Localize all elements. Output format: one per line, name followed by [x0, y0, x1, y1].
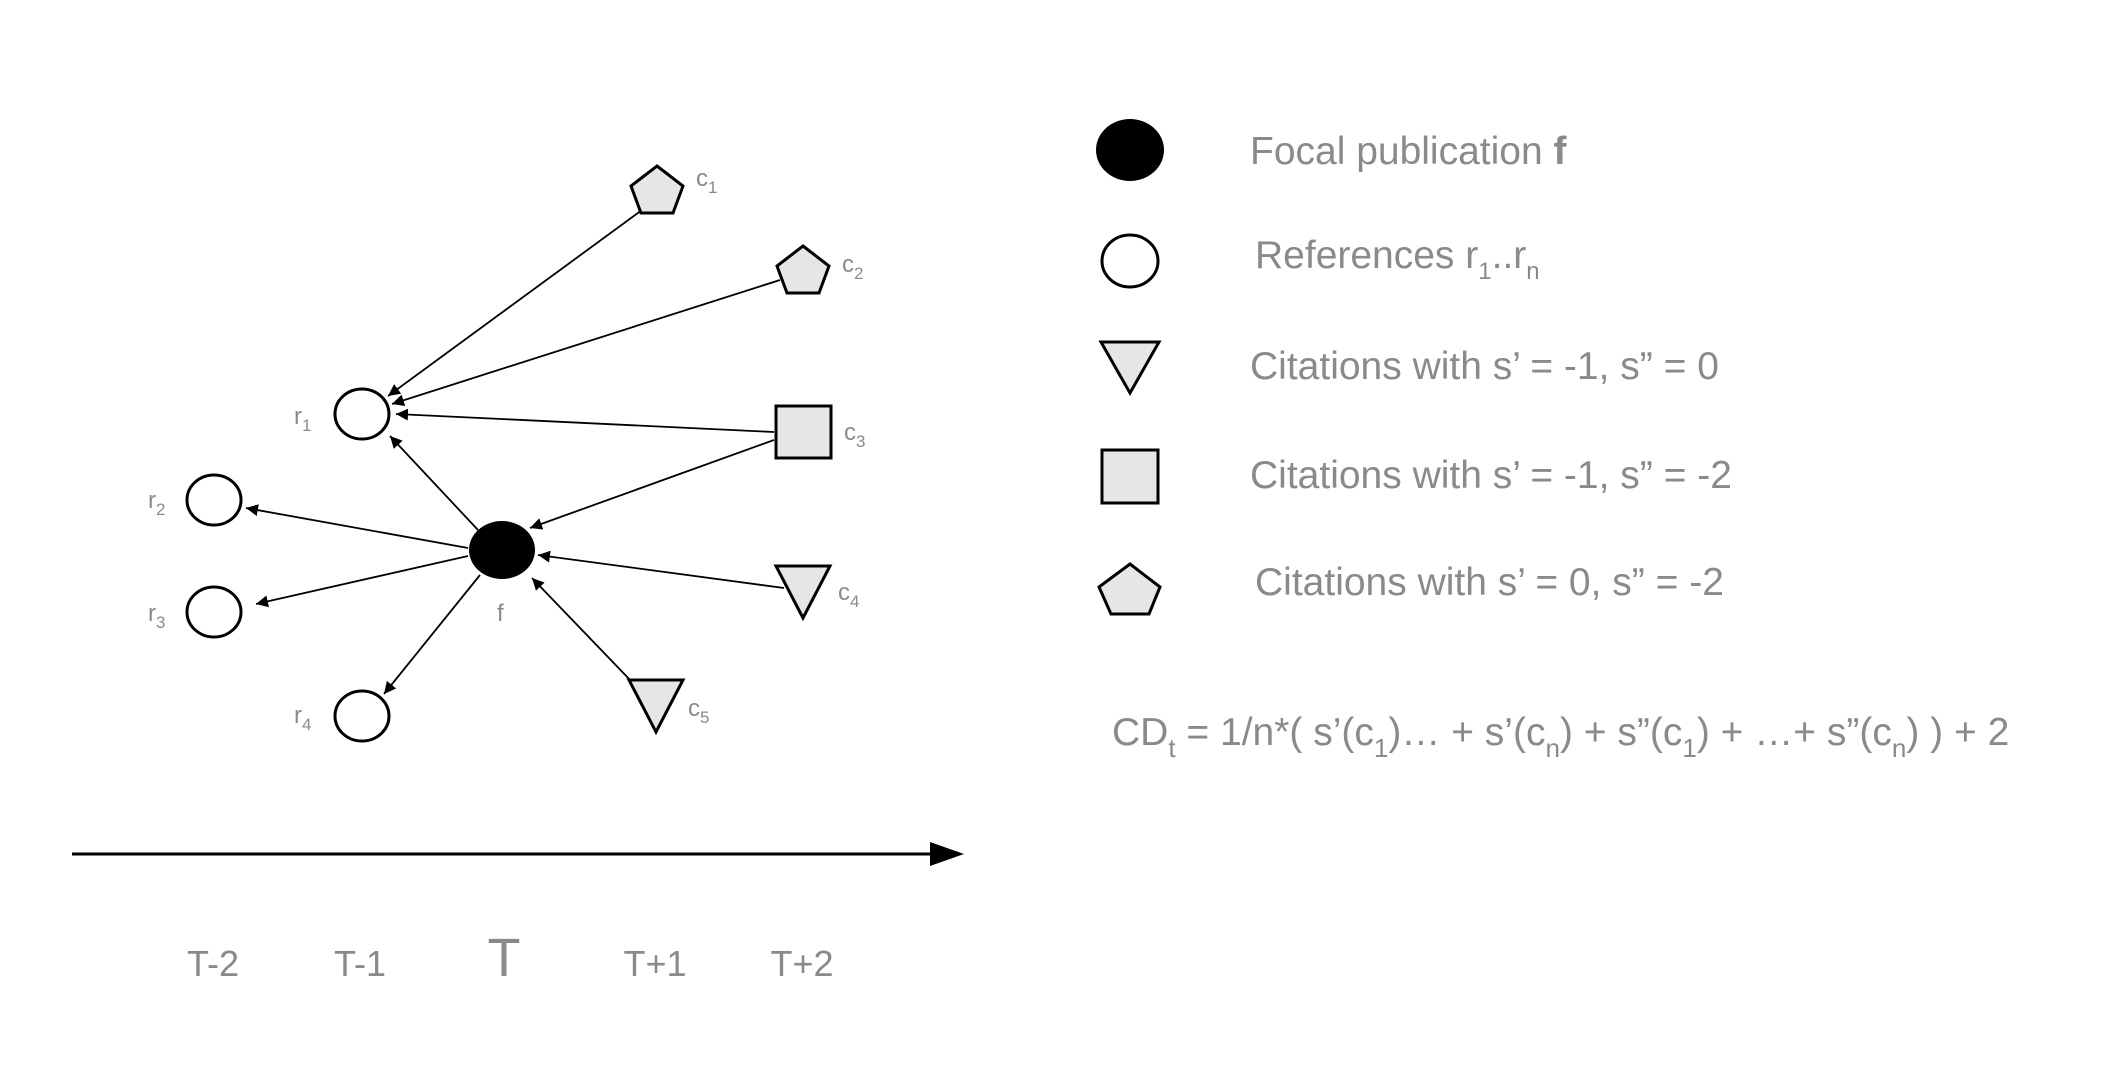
- edge-c5-to-f: [531, 577, 633, 683]
- reference-label-r2: r2: [148, 487, 165, 519]
- legend-triangle-text: Citations with s’ = -1, s” = 0: [1250, 345, 1719, 388]
- edge-c1-to-r1: [387, 209, 643, 397]
- legend-focal-symbol: [1096, 119, 1164, 181]
- edge-c4-to-f: [537, 550, 785, 589]
- diagram-nodes: f r1 r2 r3 r4 c1 c2 c3: [148, 164, 865, 743]
- edge-c2-to-r1: [391, 279, 781, 407]
- focal-node: [469, 521, 535, 579]
- legend-square-text: Citations with s’ = -1, s” = -2: [1250, 454, 1732, 497]
- timeline: T-2 T-1 T T+1 T+2: [72, 842, 964, 988]
- edge-f-to-r4: [383, 574, 481, 695]
- citation-node-c5: [626, 678, 686, 736]
- citation-node-c2: [775, 244, 831, 295]
- edge-f-to-r1: [389, 435, 479, 531]
- citation-label-c1: c1: [696, 165, 717, 197]
- reference-label-r1: r1: [294, 403, 311, 435]
- reference-node-r3: [185, 585, 243, 639]
- timeline-tick-t: T: [488, 928, 521, 988]
- reference-node-r4: [333, 689, 391, 743]
- citation-label-c2: c2: [842, 251, 863, 283]
- timeline-tick-t-minus-1: T-1: [334, 943, 386, 984]
- legend-reference-symbol: [1100, 233, 1160, 289]
- timeline-tick-t-plus-2: T+2: [770, 943, 833, 984]
- timeline-arrowhead: [930, 842, 964, 866]
- citation-label-c5: c5: [688, 695, 709, 727]
- reference-label-r3: r3: [148, 600, 165, 632]
- legend-triangle-symbol: [1098, 340, 1162, 397]
- citation-label-c4: c4: [838, 579, 859, 611]
- legend-reference-text: References r1..rn: [1255, 234, 1540, 285]
- edge-c3-to-f: [529, 439, 775, 530]
- legend-square-symbol: [1100, 448, 1160, 505]
- citation-node-c1: [629, 164, 685, 215]
- citation-node-c4: [773, 564, 833, 622]
- legend-pentagon-symbol: [1097, 562, 1162, 616]
- legend: Focal publication f References r1..rn Ci…: [1096, 119, 1732, 616]
- focal-label: f: [497, 600, 504, 627]
- reference-label-r4: r4: [294, 702, 311, 734]
- reference-node-r2: [185, 473, 243, 527]
- legend-focal-text: Focal publication f: [1250, 130, 1568, 173]
- citation-edges: [245, 209, 785, 695]
- legend-pentagon-text: Citations with s’ = 0, s” = -2: [1255, 561, 1724, 604]
- edge-f-to-r2: [245, 504, 469, 549]
- timeline-tick-t-minus-2: T-2: [187, 943, 239, 984]
- reference-node-r1: [333, 387, 391, 441]
- citation-node-c3: [774, 404, 833, 460]
- cd-formula: CDt = 1/n*( s’(c1)… + s’(cn) + s”(c1) + …: [1112, 711, 2009, 763]
- edge-c3-to-r1: [395, 408, 775, 433]
- edge-f-to-r3: [255, 555, 469, 608]
- timeline-tick-t-plus-1: T+1: [623, 943, 686, 984]
- citation-label-c3: c3: [844, 419, 865, 451]
